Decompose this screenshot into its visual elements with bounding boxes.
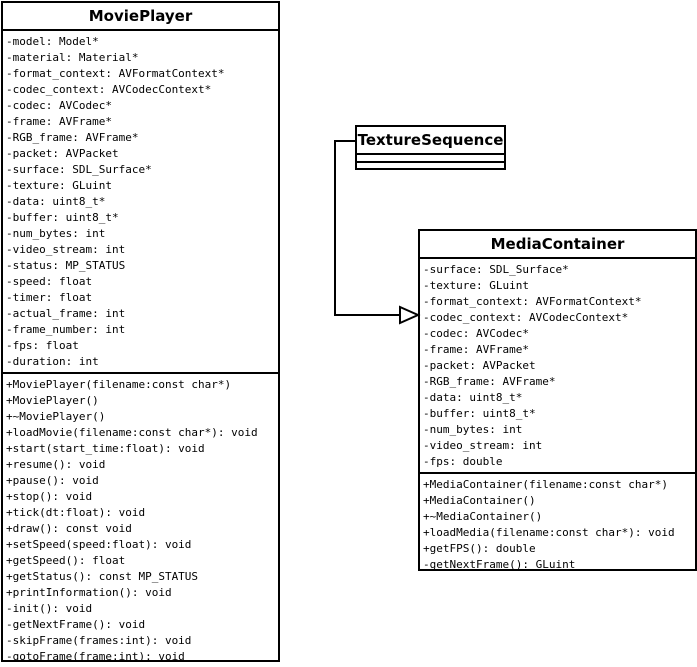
class-movieplayer[interactable]: MoviePlayer -model: Model* -material: Mat… [1,1,280,663]
class-texturesequence[interactable]: TextureSequence [355,125,506,170]
attribute: -texture: GLuint [423,279,529,292]
operations-compartment: +MoviePlayer(filename:const char*) +Movie… [3,372,278,667]
attribute: -frame_number: int [6,323,126,336]
operations-compartment: +MediaContainer(filename:const char*) +Me… [420,472,695,575]
attribute: -video_stream: int [423,439,543,452]
class-name: MediaContainer [420,231,695,259]
operation: +getFPS(): double [423,542,536,555]
class-name: MoviePlayer [3,3,278,31]
operation: +~MoviePlayer() [6,410,106,423]
connector-line [334,140,400,316]
operation: +MoviePlayer(filename:const char*) [6,378,232,391]
attribute: -codec_context: AVCodecContext* [423,311,629,324]
operation: -init(): void [6,602,93,615]
attribute: -actual_frame: int [6,307,126,320]
attribute: -timer: float [6,291,93,304]
attribute: -duration: int [6,355,99,368]
attribute: -format_context: AVFormatContext* [6,67,225,80]
attribute: -num_bytes: int [6,227,106,240]
attributes-compartment: -model: Model* -material: Material* -forma… [3,31,278,372]
attribute: -packet: AVPacket [6,147,119,160]
operation: +stop(): void [6,490,93,503]
operations-compartment [357,161,504,167]
operation: -gotoFrame(frame:int): void [6,650,185,663]
attribute: -codec: AVCodec* [6,99,112,112]
attribute: -frame: AVFrame* [6,115,112,128]
attribute: -fps: double [423,455,503,468]
operation: +~MediaContainer() [423,510,543,523]
attribute: -num_bytes: int [423,423,523,436]
attributes-compartment: -surface: SDL_Surface* -texture: GLuint -f… [420,259,695,472]
inheritance-arrowhead-icon [399,305,421,325]
attribute: -material: Material* [6,51,139,64]
operation: +resume(): void [6,458,106,471]
attribute: -surface: SDL_Surface* [6,163,152,176]
operation: +setSpeed(speed:float): void [6,538,192,551]
attribute: -video_stream: int [6,243,126,256]
attribute: -codec_context: AVCodecContext* [6,83,212,96]
attribute: -packet: AVPacket [423,359,536,372]
attribute: -frame: AVFrame* [423,343,529,356]
attribute: -buffer: uint8_t* [423,407,536,420]
operation: +getSpeed(): float [6,554,126,567]
attribute: -data: uint8_t* [423,391,523,404]
operation: +draw(): const void [6,522,132,535]
class-mediacontainer[interactable]: MediaContainer -surface: SDL_Surface* -te… [418,229,697,571]
operation: +getStatus(): const MP_STATUS [6,570,199,583]
class-name: TextureSequence [357,127,504,155]
operation: +MoviePlayer() [6,394,99,407]
attribute: -model: Model* [6,35,99,48]
attribute: -RGB_frame: AVFrame* [6,131,139,144]
operation: +pause(): void [6,474,99,487]
operation: +tick(dt:float): void [6,506,146,519]
attribute: -speed: float [6,275,93,288]
operation: +start(start_time:float): void [6,442,205,455]
attribute: -codec: AVCodec* [423,327,529,340]
attribute: -status: MP_STATUS [6,259,126,272]
attribute: -RGB_frame: AVFrame* [423,375,556,388]
operation: +printInformation(): void [6,586,172,599]
operation: -getNextFrame(): void [6,618,146,631]
operation: +loadMedia(filename:const char*): void [423,526,675,539]
attribute: -format_context: AVFormatContext* [423,295,642,308]
operation: -skipFrame(frames:int): void [6,634,192,647]
operation: +MediaContainer() [423,494,536,507]
attribute: -fps: float [6,339,79,352]
operation: -getNextFrame(): GLuint [423,558,576,571]
operation: +loadMovie(filename:const char*): void [6,426,258,439]
attribute: -data: uint8_t* [6,195,106,208]
attribute: -texture: GLuint [6,179,112,192]
operation: +MediaContainer(filename:const char*) [423,478,669,491]
attribute: -buffer: uint8_t* [6,211,119,224]
attribute: -surface: SDL_Surface* [423,263,569,276]
